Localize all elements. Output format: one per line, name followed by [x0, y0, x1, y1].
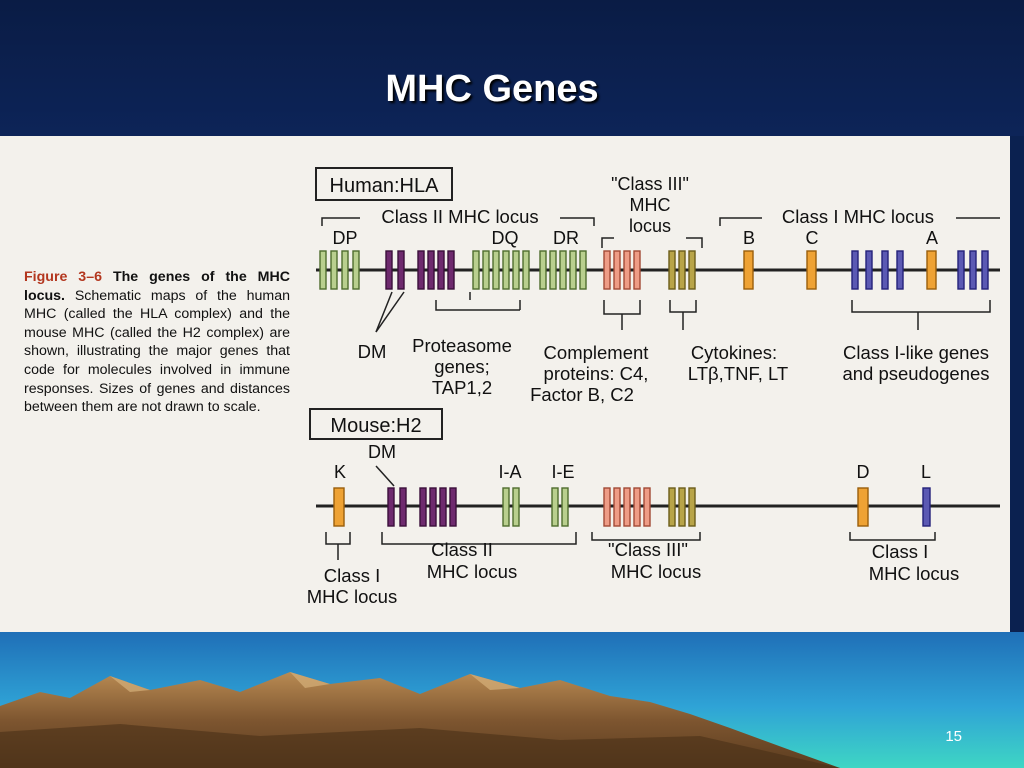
human-proteasome-genes: [417, 250, 455, 290]
proteasome-line3: TAP1,2: [432, 377, 492, 398]
mhc-locus-diagram: Human:HLA Class II MHC locus "Class III"…: [307, 167, 1000, 607]
gene-d-label: D: [857, 462, 870, 482]
mouse-class3-line2: MHC locus: [611, 561, 701, 582]
human-pointer-lines: [375, 291, 991, 333]
human-class3-line1: "Class III": [611, 174, 689, 194]
mouse-title-box: [309, 408, 443, 440]
mouse-ie-genes: [551, 487, 569, 527]
cytokines-line2: LTβ,TNF, LT: [688, 363, 788, 384]
gene-dq-label: DQ: [492, 228, 519, 248]
complement-line3: Factor B, C2: [530, 384, 634, 405]
human-title: Human:HLA: [330, 175, 440, 197]
gene-l: [922, 487, 931, 527]
complement-line2: proteins: C4,: [544, 363, 649, 384]
proteasome-line1: Proteasome: [412, 335, 512, 356]
gene-dr-label: DR: [553, 228, 579, 248]
mouse-dm-genes: [387, 487, 407, 527]
figure-panel: Figure 3–6 The genes of the MHC locus. S…: [0, 136, 1010, 632]
mouse-braces: [325, 532, 936, 560]
complement-line1: Complement: [544, 342, 649, 363]
mountain-landscape: [0, 632, 1024, 768]
mouse-complement-genes: [603, 487, 651, 527]
slide-title: MHC Genes: [385, 68, 599, 110]
mouse-class1-right-line2: MHC locus: [869, 563, 959, 584]
mouse-class1-right-line1: Class I: [872, 541, 929, 562]
gene-k-label: K: [334, 462, 346, 482]
slide-header: [0, 0, 1024, 136]
human-dr-genes: [539, 250, 587, 290]
human-class3-line2: MHC: [630, 195, 671, 215]
human-title-box: [315, 167, 453, 201]
page-number: 15: [945, 728, 962, 745]
mouse-class2-line1: Class II: [431, 539, 493, 560]
gene-a-label: A: [926, 228, 938, 248]
gene-l-label: L: [921, 462, 931, 482]
human-dm-genes: [385, 250, 405, 290]
class1-like-line2: and pseudogenes: [842, 363, 989, 384]
mouse-dm-pointer: [375, 465, 395, 487]
mouse-dm-label: DM: [368, 442, 396, 462]
human-class3-brace: [601, 237, 703, 248]
human-class1-label: Class I MHC locus: [782, 206, 934, 227]
human-class1-brace: [719, 217, 1000, 226]
mouse-class3-line1: "Class III": [608, 539, 688, 560]
gene-c: [806, 250, 817, 290]
mouse-ia-genes: [502, 487, 520, 527]
gene-b-label: B: [743, 228, 755, 248]
mouse-proteasome-genes: [419, 487, 457, 527]
gene-k: [333, 487, 345, 527]
figure-caption: Figure 3–6 The genes of the MHC locus. S…: [24, 268, 290, 417]
human-dp-genes: [319, 250, 360, 290]
human-class2-label: Class II MHC locus: [381, 206, 538, 227]
human-class2-brace: [321, 217, 595, 226]
cytokines-line1: Cytokines:: [691, 342, 777, 363]
human-class3-line3: locus: [629, 216, 671, 236]
mouse-class1-left-line1: Class I: [324, 565, 381, 586]
mouse-title: Mouse:H2: [330, 415, 421, 437]
proteasome-line2: genes;: [434, 356, 490, 377]
gene-ia-label: I-A: [498, 462, 521, 482]
mouse-class2-line2: MHC locus: [427, 561, 517, 582]
human-class1-like-genes: [851, 250, 989, 290]
gene-a: [926, 250, 937, 290]
figure-caption-body: Schematic maps of the human MHC (called …: [24, 287, 290, 416]
mouse-cytokine-genes: [668, 487, 696, 527]
gene-d: [857, 487, 869, 527]
gene-ie-label: I-E: [551, 462, 574, 482]
gene-c-label: C: [806, 228, 819, 248]
gene-b: [743, 250, 754, 290]
human-cytokine-genes: [668, 250, 696, 290]
figure-label: Figure 3–6: [24, 269, 102, 285]
figure-caption-lead: The genes of the MHC locus.: [24, 269, 290, 304]
mouse-class1-left-line2: MHC locus: [307, 586, 397, 607]
human-dm-label: DM: [358, 341, 387, 362]
human-complement-genes: [603, 250, 641, 290]
gene-dp-label: DP: [332, 228, 357, 248]
class1-like-line1: Class I-like genes: [843, 342, 989, 363]
human-dq-genes: [472, 250, 530, 290]
